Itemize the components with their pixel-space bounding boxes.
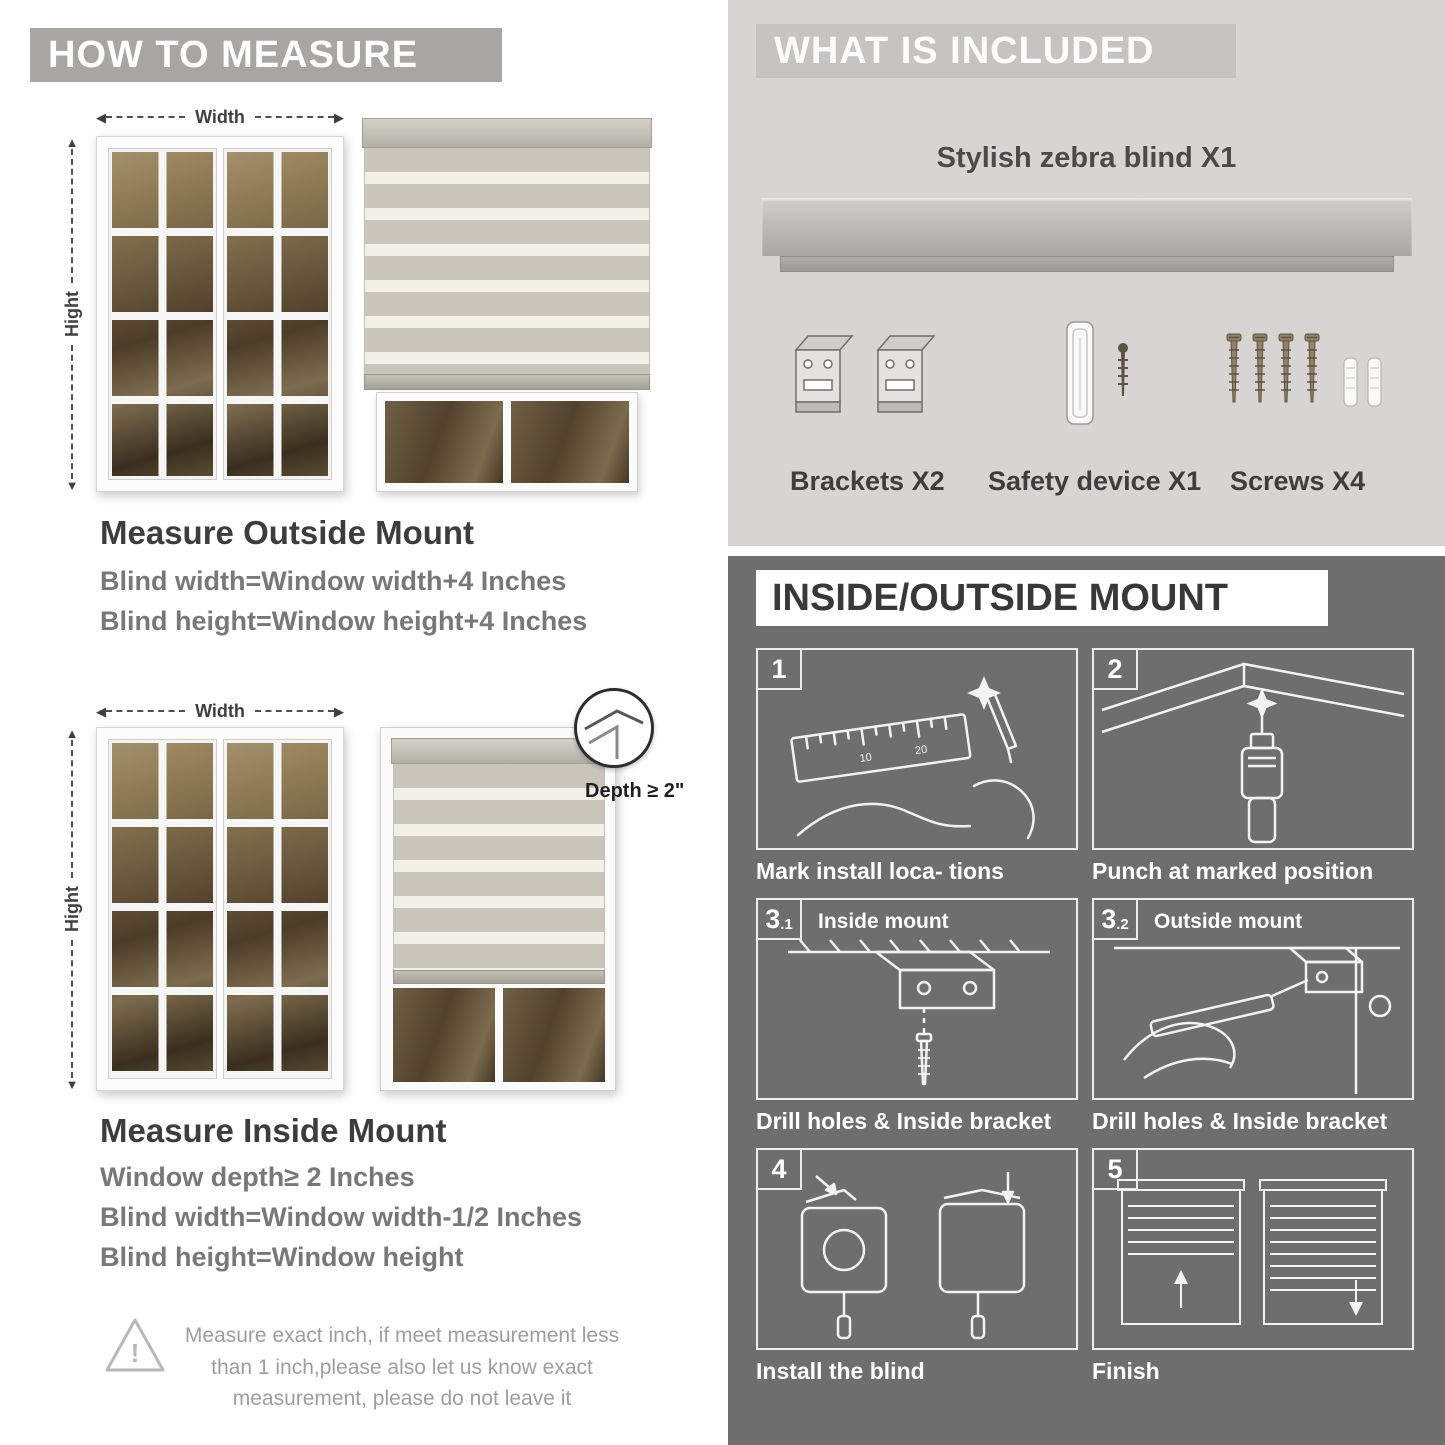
window-illustration-outside	[96, 136, 344, 492]
step-caption-3-1: Drill holes & Inside bracket	[756, 1108, 1052, 1134]
zebra-blind-headrail-lip	[780, 256, 1394, 272]
outside-mount-label: Outside mount	[1154, 910, 1303, 933]
install-blind-illustration	[800, 1172, 1026, 1340]
step-caption-2: Punch at marked position	[1092, 858, 1374, 884]
step-number: 5	[1094, 1150, 1138, 1190]
arrow-left-icon: ◀	[96, 703, 106, 719]
blind-bottom-rail	[364, 374, 650, 390]
width-arrow-inside: ◀ Width ▶	[96, 700, 344, 722]
safety-device-label: Safety device X1	[988, 466, 1202, 496]
height-arrow-outside: ▲ Hight ▼	[60, 136, 84, 492]
step-caption-4: Install the blind	[756, 1358, 925, 1384]
step-caption-1: Mark install loca- tions	[756, 858, 1004, 884]
inside-bracket-illustration	[788, 939, 1050, 1086]
window-below-blind	[376, 392, 638, 492]
inside-mount-title: Measure Inside Mount	[100, 1112, 447, 1149]
product-label: Stylish zebra blind X1	[936, 142, 1237, 174]
step-number: 4	[758, 1150, 802, 1190]
screws-icon	[1226, 333, 1382, 407]
screws-label: Screws X4	[1230, 466, 1366, 496]
how-to-measure-title: HOW TO MEASURE	[48, 33, 419, 76]
window-sash-left	[108, 148, 217, 480]
depth-callout-label: Depth ≥ 2"	[585, 780, 685, 802]
step-panel-3-1: 3.1 Inside mount	[756, 898, 1078, 1100]
inside-formula-width: Blind width=Window width-1/2 Inches	[100, 1202, 583, 1232]
arrow-right-icon: ▶	[334, 703, 345, 719]
what-is-included-section: WHAT IS INCLUDED Stylish zebra blind X1	[728, 0, 1445, 546]
outside-formula-width: Blind width=Window width+4 Inches	[100, 566, 567, 596]
width-label-inside: Width	[195, 700, 245, 721]
arrow-up-icon: ▲	[65, 135, 79, 150]
outside-bracket-illustration	[1114, 946, 1400, 1094]
step-panel-2: 2	[1092, 648, 1414, 850]
warning-triangle-icon: !	[105, 1318, 165, 1372]
zebra-blind-headrail-image	[762, 198, 1412, 256]
window-below-blind	[393, 988, 605, 1082]
outside-mount-title: Measure Outside Mount	[100, 514, 475, 551]
blind-bottom-rail	[393, 970, 605, 984]
window-illustration-inside	[96, 727, 344, 1091]
blind-cassette	[362, 118, 652, 148]
drill-illustration	[1101, 662, 1405, 844]
window-pane	[511, 401, 629, 483]
step-panel-5: 5	[1092, 1148, 1414, 1350]
brackets-label: Brackets X2	[790, 466, 945, 496]
window-sash-left	[108, 739, 217, 1079]
finish-illustration	[1117, 1179, 1387, 1325]
step-number: 3.1	[758, 900, 802, 940]
outside-formula-height: Blind height=Window height+4 Inches	[100, 606, 588, 636]
arrow-left-icon: ◀	[96, 109, 106, 125]
window-sash-right	[223, 739, 332, 1079]
what-is-included-banner: WHAT IS INCLUDED	[756, 24, 1236, 78]
step-panel-3-2: 3.2 Outside mount	[1092, 898, 1414, 1100]
zebra-blind-outside-illustration	[362, 118, 652, 492]
inside-formula-height: Blind height=Window height	[100, 1242, 464, 1272]
how-to-measure-banner: HOW TO MEASURE	[30, 28, 502, 82]
svg-text:10: 10	[859, 751, 873, 765]
brackets-icon	[794, 335, 936, 413]
inside-formula-depth: Window depth≥ 2 Inches	[100, 1162, 415, 1192]
depth-magnifier-circle	[574, 688, 654, 768]
inside-mount-label: Inside mount	[818, 910, 949, 933]
height-label-inside: Hight	[61, 886, 82, 932]
step-caption-3-2: Drill holes & Inside bracket	[1092, 1108, 1388, 1134]
step-number: 3.2	[1094, 900, 1138, 940]
window-pane	[393, 988, 495, 1082]
height-arrow-inside: ▲ Hight ▼	[60, 727, 84, 1091]
blind-stripes	[393, 764, 605, 970]
svg-text:20: 20	[914, 744, 928, 758]
blind-stripes	[364, 148, 650, 374]
window-pane	[503, 988, 605, 1082]
step-number: 1	[758, 650, 802, 690]
arrow-right-icon: ▶	[334, 109, 345, 125]
mark-location-illustration: 10 20	[790, 676, 1035, 840]
height-label-outside: Hight	[61, 291, 82, 337]
step-panel-1: 10 20 1	[756, 648, 1078, 850]
arrow-down-icon: ▼	[65, 478, 79, 494]
window-sash-right	[223, 148, 332, 480]
step-panel-4: 4	[756, 1148, 1078, 1350]
zebra-blind-inside-illustration	[380, 727, 616, 1091]
window-corner-detail-icon	[584, 709, 644, 759]
mount-title: INSIDE/OUTSIDE MOUNT	[772, 576, 1229, 619]
step-caption-5: Finish	[1092, 1358, 1160, 1384]
blind-cassette	[391, 738, 607, 764]
mount-banner: INSIDE/OUTSIDE MOUNT	[756, 570, 1328, 626]
width-arrow-outside: ◀ Width ▶	[96, 106, 344, 128]
arrow-up-icon: ▲	[65, 726, 79, 741]
arrow-down-icon: ▼	[65, 1077, 79, 1093]
what-is-included-title: WHAT IS INCLUDED	[774, 29, 1155, 72]
window-pane	[385, 401, 503, 483]
safety-device-icon	[1066, 321, 1128, 425]
measure-warning-text: Measure exact inch, if meet measurement …	[184, 1324, 620, 1410]
width-label-outside: Width	[195, 106, 245, 127]
mount-instructions-section: INSIDE/OUTSIDE MOUNT 10 20	[728, 556, 1445, 1445]
svg-text:!: !	[131, 1338, 140, 1368]
step-number: 2	[1094, 650, 1138, 690]
